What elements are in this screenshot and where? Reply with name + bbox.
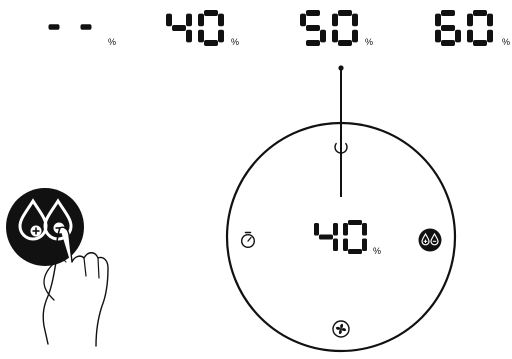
digit-segment	[186, 30, 192, 43]
digit-segment	[487, 14, 493, 27]
humidity-button[interactable]	[6, 188, 84, 266]
digit-segment	[362, 223, 367, 236]
digit-segment	[435, 30, 441, 43]
seven-segment-digit	[81, 24, 92, 30]
digit-segment	[306, 25, 320, 31]
humidity-option-60: %	[435, 10, 510, 47]
digit-segment	[320, 30, 326, 43]
option-unit: %	[231, 37, 239, 47]
digit-segment	[441, 25, 455, 31]
digit-segment	[362, 239, 367, 252]
digit-segment	[314, 223, 319, 236]
digit-segment	[218, 14, 224, 27]
option-unit: %	[108, 37, 116, 47]
digit-segment	[172, 25, 186, 31]
seven-segment-digit	[332, 10, 358, 46]
option-digits	[435, 10, 493, 46]
seven-segment-digit	[343, 220, 367, 254]
digit-segment	[348, 220, 362, 225]
option-unit: %	[502, 37, 510, 47]
digit-segment	[352, 14, 358, 27]
seven-segment-digit	[467, 10, 493, 46]
digit-segment	[198, 14, 204, 27]
seven-segment-digit	[314, 223, 338, 251]
digit-segment	[49, 24, 60, 30]
timer-icon[interactable]	[242, 233, 255, 248]
humidity-option-50: %	[300, 10, 373, 47]
digit-segment	[435, 14, 441, 27]
digit-segment	[467, 14, 473, 27]
digit-segment	[343, 239, 348, 252]
humidity-option-40: %	[166, 10, 239, 47]
digit-segment	[319, 235, 333, 240]
digit-segment	[441, 40, 455, 46]
option-unit: %	[365, 37, 373, 47]
fan-icon[interactable]	[333, 321, 349, 337]
digit-segment	[204, 40, 218, 46]
digit-segment	[306, 10, 320, 16]
display-digits	[314, 220, 367, 254]
digit-segment	[81, 24, 92, 30]
digit-segment	[348, 249, 362, 254]
digit-segment	[333, 239, 338, 252]
digit-segment	[473, 10, 487, 16]
seven-segment-digit	[198, 10, 224, 46]
digit-segment	[338, 40, 352, 46]
humidity-mode-icon[interactable]	[419, 229, 442, 252]
digit-segment	[306, 40, 320, 46]
digit-segment	[218, 30, 224, 43]
digit-segment	[473, 40, 487, 46]
digit-segment	[333, 223, 338, 236]
digit-segment	[166, 14, 172, 27]
seven-segment-digit	[435, 10, 461, 46]
digit-segment	[300, 14, 306, 27]
panel-humidity-display: %	[314, 220, 381, 256]
display-unit: %	[373, 246, 381, 256]
digit-segment	[198, 30, 204, 43]
digit-segment	[441, 10, 455, 16]
digit-segment	[487, 30, 493, 43]
digit-segment	[332, 14, 338, 27]
humidity-option-off: %	[49, 24, 117, 47]
seven-segment-digit	[166, 14, 192, 43]
digit-segment	[338, 10, 352, 16]
digit-segment	[343, 223, 348, 236]
digit-segment	[455, 30, 461, 43]
option-digits	[166, 10, 224, 46]
seven-segment-digit	[300, 10, 326, 46]
digit-segment	[186, 14, 192, 27]
seven-segment-digit	[49, 24, 60, 30]
digit-segment	[332, 30, 338, 43]
digit-segment	[467, 30, 473, 43]
option-digits	[300, 10, 358, 46]
digit-segment	[352, 30, 358, 43]
pointer-dot	[338, 65, 343, 70]
digit-segment	[204, 10, 218, 16]
option-digits	[49, 24, 92, 30]
